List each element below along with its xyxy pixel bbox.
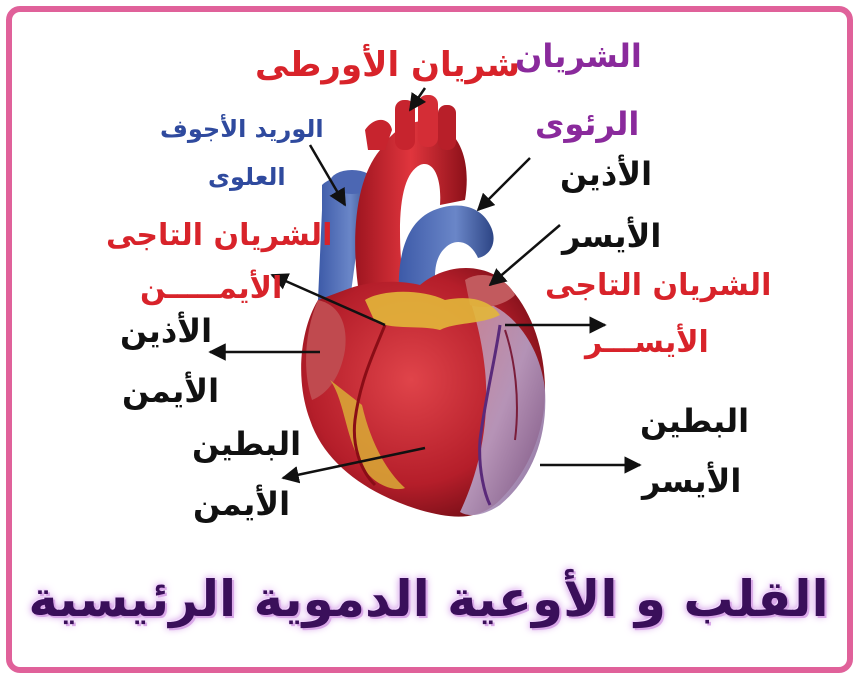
label-left-coronary-line2: الأيســـر — [585, 327, 709, 359]
label-pulmonary-artery-line2: الرئوى — [535, 108, 639, 142]
label-right-coronary-line2: الأيمـــــن — [140, 273, 282, 305]
diagram-title: القلب و الأوعية الدموية الرئيسية — [0, 570, 857, 628]
label-right-atrium-line2: الأيمن — [122, 375, 219, 409]
label-superior-vena-cava-line1: الوريد الأجوف — [160, 117, 324, 142]
label-right-ventricle-line2: الأيمن — [193, 488, 290, 522]
label-left-atrium-line2: الأيسر — [562, 220, 661, 254]
label-right-ventricle-line1: البطين — [192, 428, 301, 462]
label-left-coronary-line1: الشريان التاجى — [545, 270, 771, 302]
label-left-ventricle-line2: الأيسر — [642, 465, 741, 499]
label-superior-vena-cava-line2: العلوى — [208, 165, 286, 190]
label-right-coronary-line1: الشريان التاجى — [106, 220, 332, 252]
label-left-atrium-line1: الأذين — [560, 158, 652, 192]
label-right-atrium-line1: الأذين — [120, 315, 212, 349]
label-left-ventricle-line1: البطين — [640, 405, 749, 439]
label-pulmonary-artery-line1: الشريان — [515, 40, 642, 74]
label-aorta: شريان الأورطى — [255, 48, 520, 84]
